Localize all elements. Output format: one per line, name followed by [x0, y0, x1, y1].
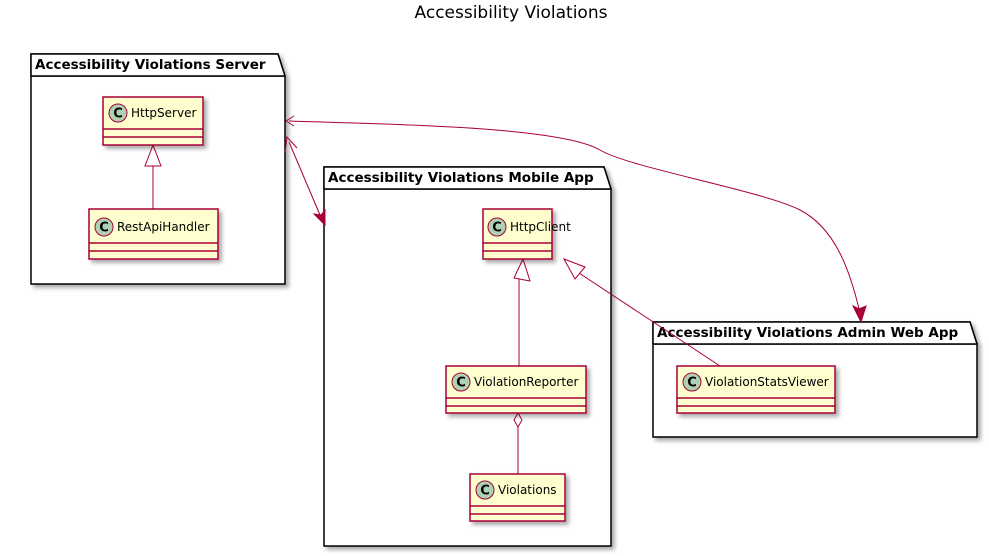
- class-violationstatsviewer[interactable]: C ViolationStatsViewer: [676, 365, 836, 414]
- class-icon: [451, 372, 471, 392]
- edge-violationreporter-violations: [513, 411, 523, 474]
- edge-violationreporter-httpclient: [513, 257, 531, 366]
- class-httpserver[interactable]: C HttpServer: [102, 96, 204, 146]
- class-stereotype: C: [480, 484, 490, 499]
- class-violationreporter[interactable]: C ViolationReporter: [445, 365, 587, 414]
- package-server-label: Accessibility Violations Server: [35, 57, 266, 73]
- edge-server-mobile: [284, 135, 326, 227]
- class-violations[interactable]: C Violations: [469, 473, 566, 522]
- edge-violationstatsviewer-httpclient: [562, 258, 721, 367]
- class-violations-label: Violations: [498, 483, 557, 497]
- class-violationreporter-label: ViolationReporter: [474, 375, 578, 389]
- package-mobile-app-label: Accessibility Violations Mobile App: [328, 170, 594, 186]
- class-icon: [108, 103, 128, 123]
- class-icon: [487, 217, 507, 237]
- class-restapihandler[interactable]: C RestApiHandler: [88, 208, 219, 260]
- package-admin-web-app-label: Accessibility Violations Admin Web App: [657, 325, 959, 341]
- class-httpserver-label: HttpServer: [131, 106, 196, 120]
- edge-restapihandler-httpserver: [144, 143, 162, 209]
- class-icon: [682, 372, 702, 392]
- class-icon: [94, 217, 114, 237]
- class-httpclient-label: HttpClient: [510, 220, 571, 234]
- class-restapihandler-label: RestApiHandler: [117, 220, 210, 234]
- class-httpclient[interactable]: C HttpClient: [482, 208, 571, 260]
- edge-server-admin: [285, 115, 867, 324]
- class-violationstatsviewer-label: ViolationStatsViewer: [705, 375, 829, 389]
- class-stereotype: C: [113, 107, 123, 122]
- class-stereotype: C: [99, 221, 109, 236]
- class-stereotype: C: [492, 221, 502, 236]
- class-stereotype: C: [456, 376, 466, 391]
- diagram-title: Accessibility Violations: [415, 3, 608, 23]
- class-stereotype: C: [687, 376, 697, 391]
- class-icon: [475, 480, 495, 500]
